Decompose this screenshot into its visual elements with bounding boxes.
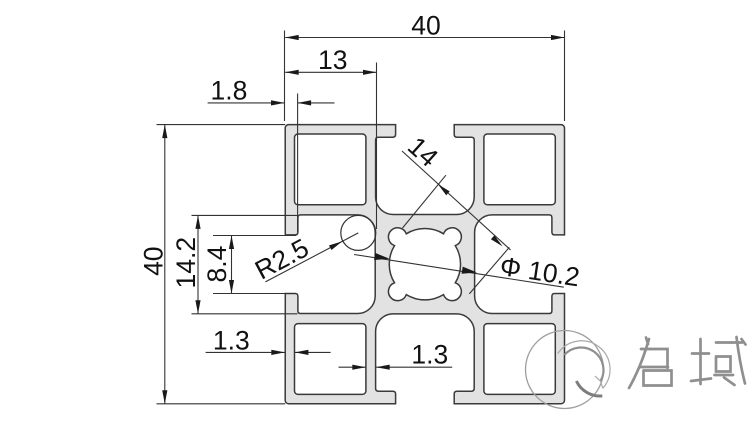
svg-text:14.2: 14.2 [171,237,201,289]
svg-text:13: 13 [318,45,347,75]
svg-text:1.3: 1.3 [213,325,250,355]
svg-text:1.8: 1.8 [210,76,247,106]
svg-text:8.4: 8.4 [202,246,232,283]
svg-text:40: 40 [139,246,169,275]
svg-text:1.3: 1.3 [411,340,448,370]
svg-text:40: 40 [411,10,440,40]
